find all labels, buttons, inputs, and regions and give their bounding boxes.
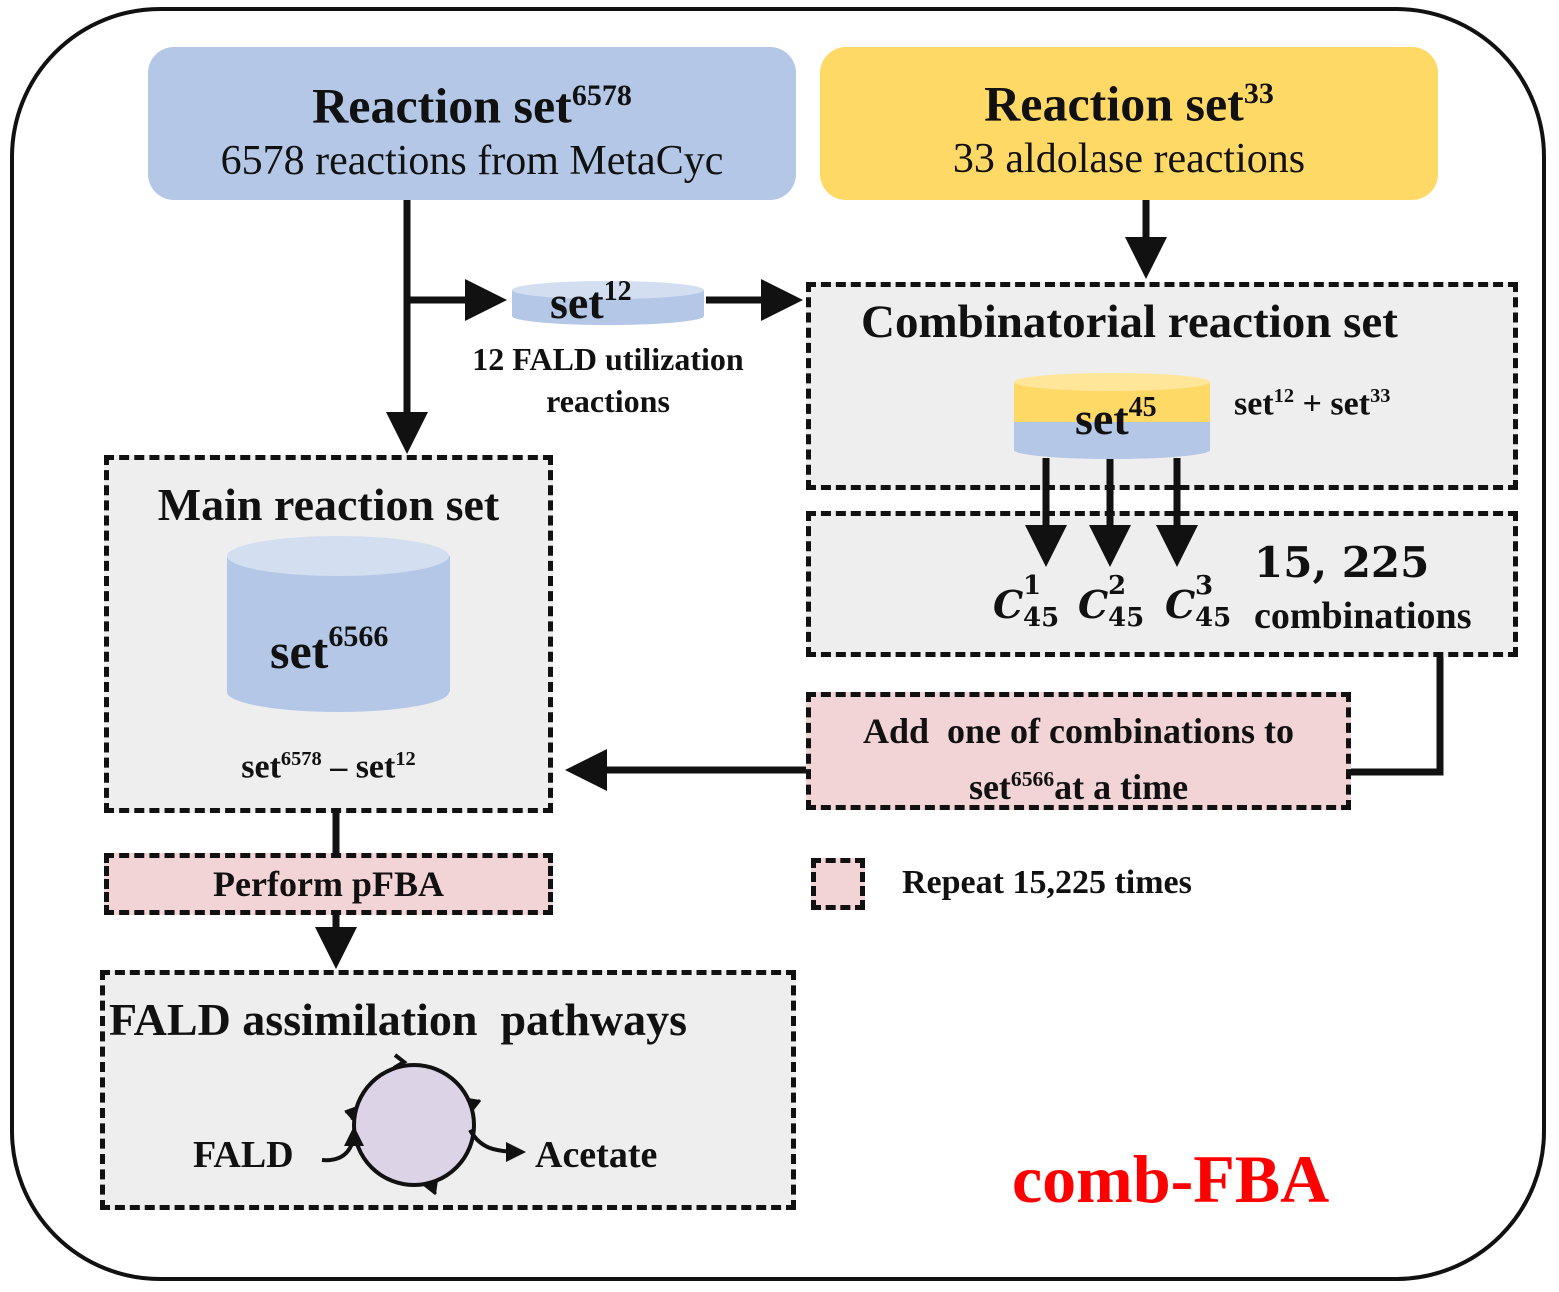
- set6566-cylinder: [227, 536, 450, 712]
- set12-caption-line2: reactions: [546, 383, 670, 419]
- pfba-label: Perform pFBA: [213, 864, 444, 904]
- metacyc-subtitle: 6578 reactions from MetaCyc: [220, 137, 724, 184]
- pathway-cycle: [321, 1053, 526, 1196]
- method-label: comb-FBA: [1012, 1141, 1330, 1217]
- add-line2: set6566at a time: [968, 767, 1189, 807]
- set12-caption-line1: 12 FALD utilization: [472, 341, 744, 377]
- set12-cylinder: [512, 281, 704, 325]
- main-set-title: Main reaction set: [157, 479, 500, 530]
- combination-c2-sub: 45: [1108, 603, 1144, 633]
- pathways-title: FALD assimilation pathways: [109, 994, 688, 1045]
- add-combination-box: Add one of combinations to set6566at a t…: [806, 692, 1351, 810]
- set45-label: set45: [1075, 392, 1157, 444]
- pfba-box: Perform pFBA: [104, 853, 553, 915]
- legend-swatch: [811, 858, 865, 910]
- metacyc-title: Reaction set6578: [312, 77, 632, 134]
- aldolase-reaction-box: Reaction set33 33 aldolase reactions: [820, 47, 1438, 200]
- combination-c1-sup: 1: [1023, 571, 1041, 601]
- set45-cylinder: [1014, 373, 1210, 459]
- connector-combinations-to-add: [1351, 657, 1444, 776]
- combination-c3: C: [1165, 582, 1195, 627]
- fald-input-arrow: [321, 1126, 364, 1163]
- metacyc-reaction-box: Reaction set6578 6578 reactions from Met…: [148, 47, 796, 200]
- pathway-output-label: Acetate: [535, 1134, 658, 1176]
- set6566-label: set6566: [270, 620, 388, 679]
- aldolase-subtitle: 33 aldolase reactions: [952, 135, 1306, 182]
- add-line1: Add one of combinations to: [862, 711, 1295, 751]
- combination-c1-sub: 45: [1023, 603, 1059, 633]
- acetate-output-arrow: [468, 1128, 526, 1162]
- combination-c1: C: [993, 582, 1023, 627]
- combination-c3-sup: 3: [1195, 571, 1213, 601]
- set12-label: set12: [550, 276, 632, 328]
- combination-c3-sub: 45: [1195, 603, 1231, 633]
- outer-frame: [10, 7, 1546, 1281]
- combinatorial-formula: set12 + set33: [1234, 385, 1391, 423]
- main-set-formula: set6578 – set12: [241, 748, 416, 786]
- combinations-count: 15, 225: [1254, 538, 1430, 587]
- aldolase-title: Reaction set33: [984, 75, 1274, 132]
- combinatorial-title: Combinatorial reaction set: [861, 296, 1398, 348]
- combination-terms: C 1 45 C 2 45 C 3 45: [993, 571, 1231, 633]
- combination-c2-sup: 2: [1108, 571, 1126, 601]
- legend-label: Repeat 15,225 times: [902, 864, 1192, 901]
- combination-c2: C: [1078, 582, 1108, 627]
- pathway-input-label: FALD: [193, 1134, 294, 1176]
- combinations-label: combinations: [1254, 595, 1472, 637]
